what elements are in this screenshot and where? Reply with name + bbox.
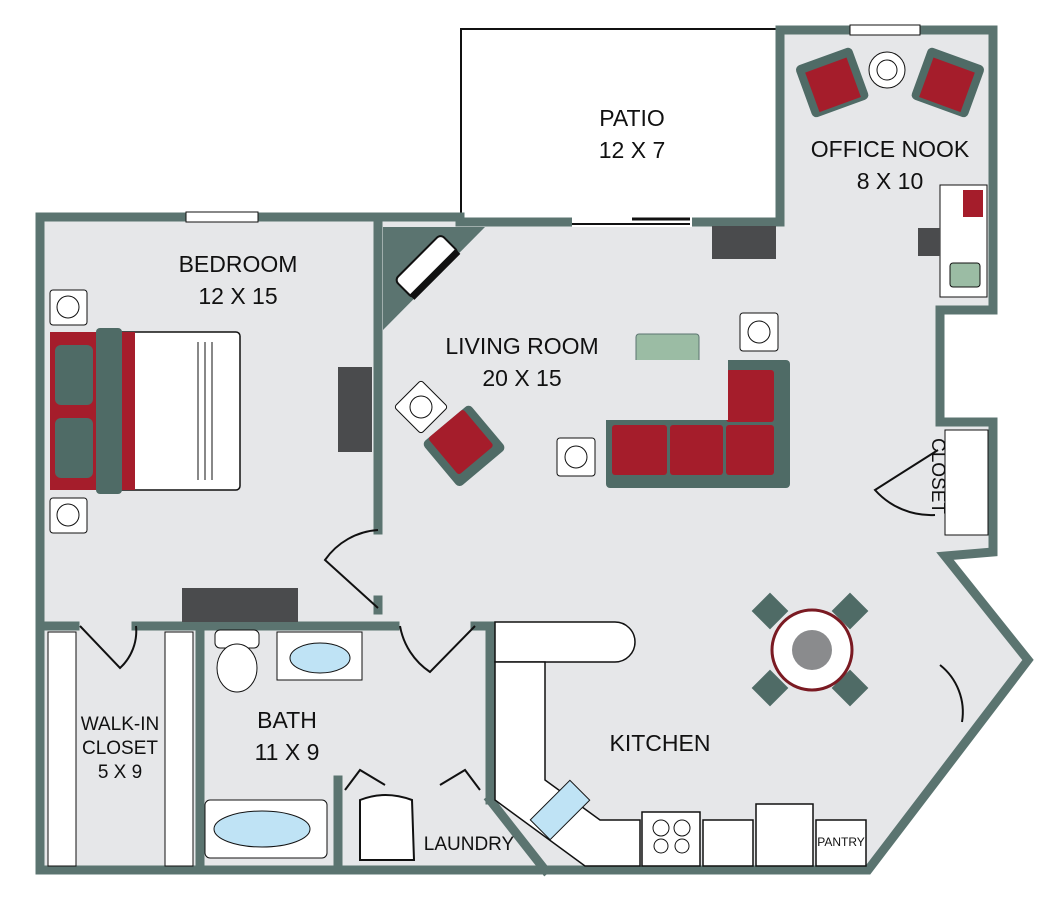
- bedroom-label: BEDROOM: [179, 251, 298, 277]
- bath-label: BATH: [257, 707, 317, 733]
- sink: [529, 779, 591, 841]
- office-label: OFFICE NOOK: [811, 136, 970, 162]
- living-room-size: 20 X 15: [482, 365, 561, 391]
- dresser: [338, 367, 372, 452]
- fireplace: [395, 235, 461, 300]
- closet-label: CLOSET: [927, 438, 948, 514]
- pantry-label: PANTRY: [817, 835, 865, 849]
- patio-label: PATIO: [599, 105, 665, 131]
- dining-table: [751, 592, 869, 707]
- tv-stand: [712, 226, 776, 259]
- closet-shelves: [47, 429, 989, 867]
- armchair: [423, 405, 505, 486]
- office-chairs: [795, 47, 985, 118]
- doors: [79, 449, 964, 791]
- patio-size: 12 X 7: [599, 137, 666, 163]
- vanity-sink: [276, 631, 363, 681]
- walkin-label-2: CLOSET: [82, 738, 158, 759]
- laundry-label: LAUNDRY: [424, 834, 515, 855]
- desk: [918, 184, 988, 298]
- stove-burners: [652, 819, 691, 854]
- windows: [185, 24, 921, 227]
- sectional-sofa: [606, 360, 790, 488]
- walkin-label-1: WALK-IN: [81, 714, 159, 735]
- kitchen-label: KITCHEN: [610, 730, 711, 756]
- office-size: 8 X 10: [857, 168, 924, 194]
- nightstand-lamps: [49, 51, 906, 534]
- dresser-bedroom: [182, 588, 298, 622]
- washer-dryer: [359, 794, 416, 861]
- room-labels: PATIO 12 X 7 OFFICE NOOK 8 X 10 BEDROOM …: [81, 105, 970, 855]
- patio-area: [460, 28, 779, 223]
- bath-size: 11 X 9: [255, 739, 320, 765]
- toilet: [214, 629, 260, 693]
- bathtub: [204, 799, 328, 859]
- bed: [50, 328, 241, 494]
- kitchen-counters: [494, 621, 867, 867]
- living-room-label: LIVING ROOM: [445, 333, 598, 359]
- bedroom-size: 12 X 15: [198, 283, 277, 309]
- walkin-size: 5 X 9: [98, 762, 142, 783]
